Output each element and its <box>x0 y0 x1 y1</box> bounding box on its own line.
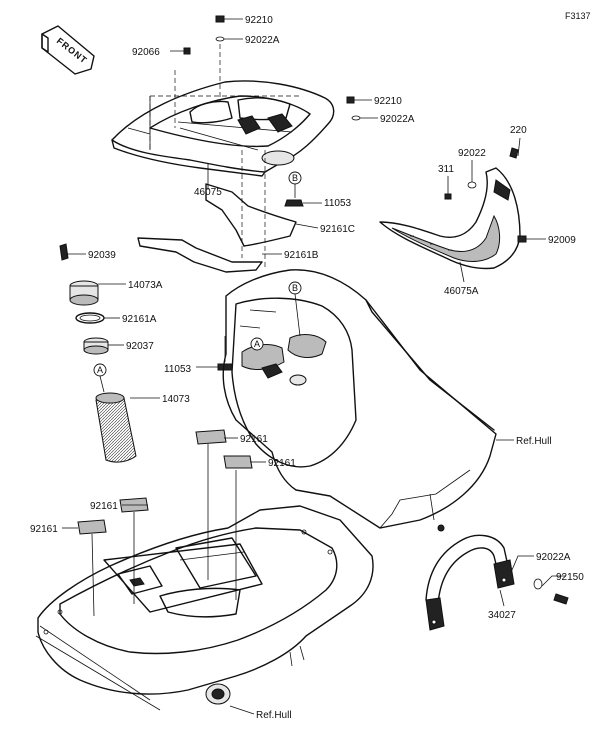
label-92066: 92066 <box>132 47 160 58</box>
screw-92009 <box>517 235 527 243</box>
nut-311 <box>444 193 452 200</box>
sticker-92161-b <box>223 455 253 469</box>
label-14073A: 14073A <box>128 280 163 291</box>
label-46075: 46075 <box>194 187 222 198</box>
hull-deck <box>222 269 497 532</box>
label-92022: 92022 <box>458 148 486 159</box>
label-46075A: 46075A <box>444 286 479 297</box>
label-14073: 14073 <box>162 394 190 405</box>
bolt-220 <box>509 147 519 159</box>
washer-92022A-mid <box>351 115 361 121</box>
sticker-92161-d <box>77 519 107 535</box>
label-92009: 92009 <box>548 235 576 246</box>
label-92022A-mid: 92022A <box>380 114 415 125</box>
front-label: FRONT <box>55 36 90 66</box>
gasket-92161B <box>137 237 263 273</box>
label-92150: 92150 <box>556 572 584 583</box>
lower-hull <box>35 505 374 711</box>
sticker-92161-a <box>195 429 227 445</box>
label-92210-top: 92210 <box>245 15 273 26</box>
clip-92039 <box>59 243 69 261</box>
bolt-92150 <box>553 593 569 605</box>
label-92161B: 92161B <box>284 250 319 261</box>
label-11053-right: 11053 <box>324 198 352 209</box>
label-92210-mid: 92210 <box>374 96 402 107</box>
front-arrow: FRONT <box>41 25 95 75</box>
gasket-92161C <box>205 183 297 247</box>
upper-deck-46075 <box>111 80 335 177</box>
label-92161C: 92161C <box>320 224 355 235</box>
label-92161A: 92161A <box>122 314 157 325</box>
label-92039: 92039 <box>88 250 116 261</box>
label-11053-left: 11053 <box>164 364 192 375</box>
label-92022A-bottom: 92022A <box>536 552 571 563</box>
callout-a-left-text: A <box>97 365 103 375</box>
callout-a-hull-text: A <box>254 339 260 349</box>
rubber-11053-right: B <box>284 171 304 207</box>
label-92022A-top: 92022A <box>245 35 280 46</box>
label-220: 220 <box>510 125 527 136</box>
label-ref-hull-right: Ref.Hull <box>516 436 552 447</box>
callout-b-top: B <box>292 173 298 183</box>
washer-92022A-bottom <box>533 578 543 590</box>
callout-a-left: A <box>93 363 107 393</box>
band-92037 <box>83 337 109 355</box>
washer-92022A-top <box>215 36 225 42</box>
grab-handle-34027 <box>425 534 515 631</box>
cap-14073A <box>69 280 99 306</box>
label-34027: 34027 <box>488 610 516 621</box>
label-92161-c: 92161 <box>90 501 118 512</box>
oring-92161A <box>75 312 105 324</box>
bolt-92210-mid <box>346 96 355 104</box>
callout-a-hull: A <box>250 337 264 351</box>
figure-id: F3137 <box>565 11 591 21</box>
side-cover-46075A <box>379 167 521 270</box>
label-92037: 92037 <box>126 341 154 352</box>
washer-92022 <box>467 181 477 189</box>
callout-b-hull-text: B <box>292 283 298 293</box>
hose-14073 <box>95 392 137 463</box>
callout-b-hull: B <box>288 281 302 337</box>
label-311: 311 <box>438 164 454 175</box>
label-92161-d: 92161 <box>30 524 58 535</box>
bolt-92210-top <box>215 15 225 23</box>
rubber-11053-left <box>217 336 233 371</box>
label-ref-hull-bottom: Ref.Hull <box>256 710 292 721</box>
label-92161-b: 92161 <box>268 458 296 469</box>
label-92161-a: 92161 <box>240 434 268 445</box>
